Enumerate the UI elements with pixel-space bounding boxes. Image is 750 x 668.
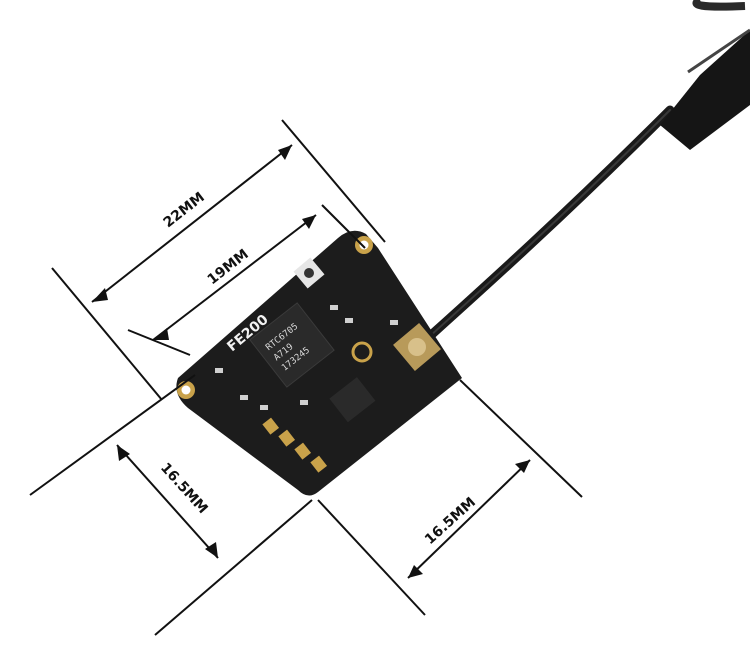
antenna-cable	[415, 0, 750, 350]
solder-pads	[262, 417, 328, 473]
dimension-arrows	[92, 145, 530, 578]
pcb-body	[176, 230, 462, 496]
secondary-chip	[329, 377, 376, 423]
dimension-lines	[29, 119, 583, 636]
dim-label-right-16-5mm: 16.5MM	[422, 494, 479, 548]
ipex-connector	[393, 323, 441, 371]
rtc-chip: RTC6705 A719 173245	[249, 302, 335, 388]
dim-label-22mm: 22MM	[161, 189, 208, 231]
dim-label-left-16-5mm: 16.5MM	[157, 460, 211, 517]
center-hole	[351, 341, 373, 363]
